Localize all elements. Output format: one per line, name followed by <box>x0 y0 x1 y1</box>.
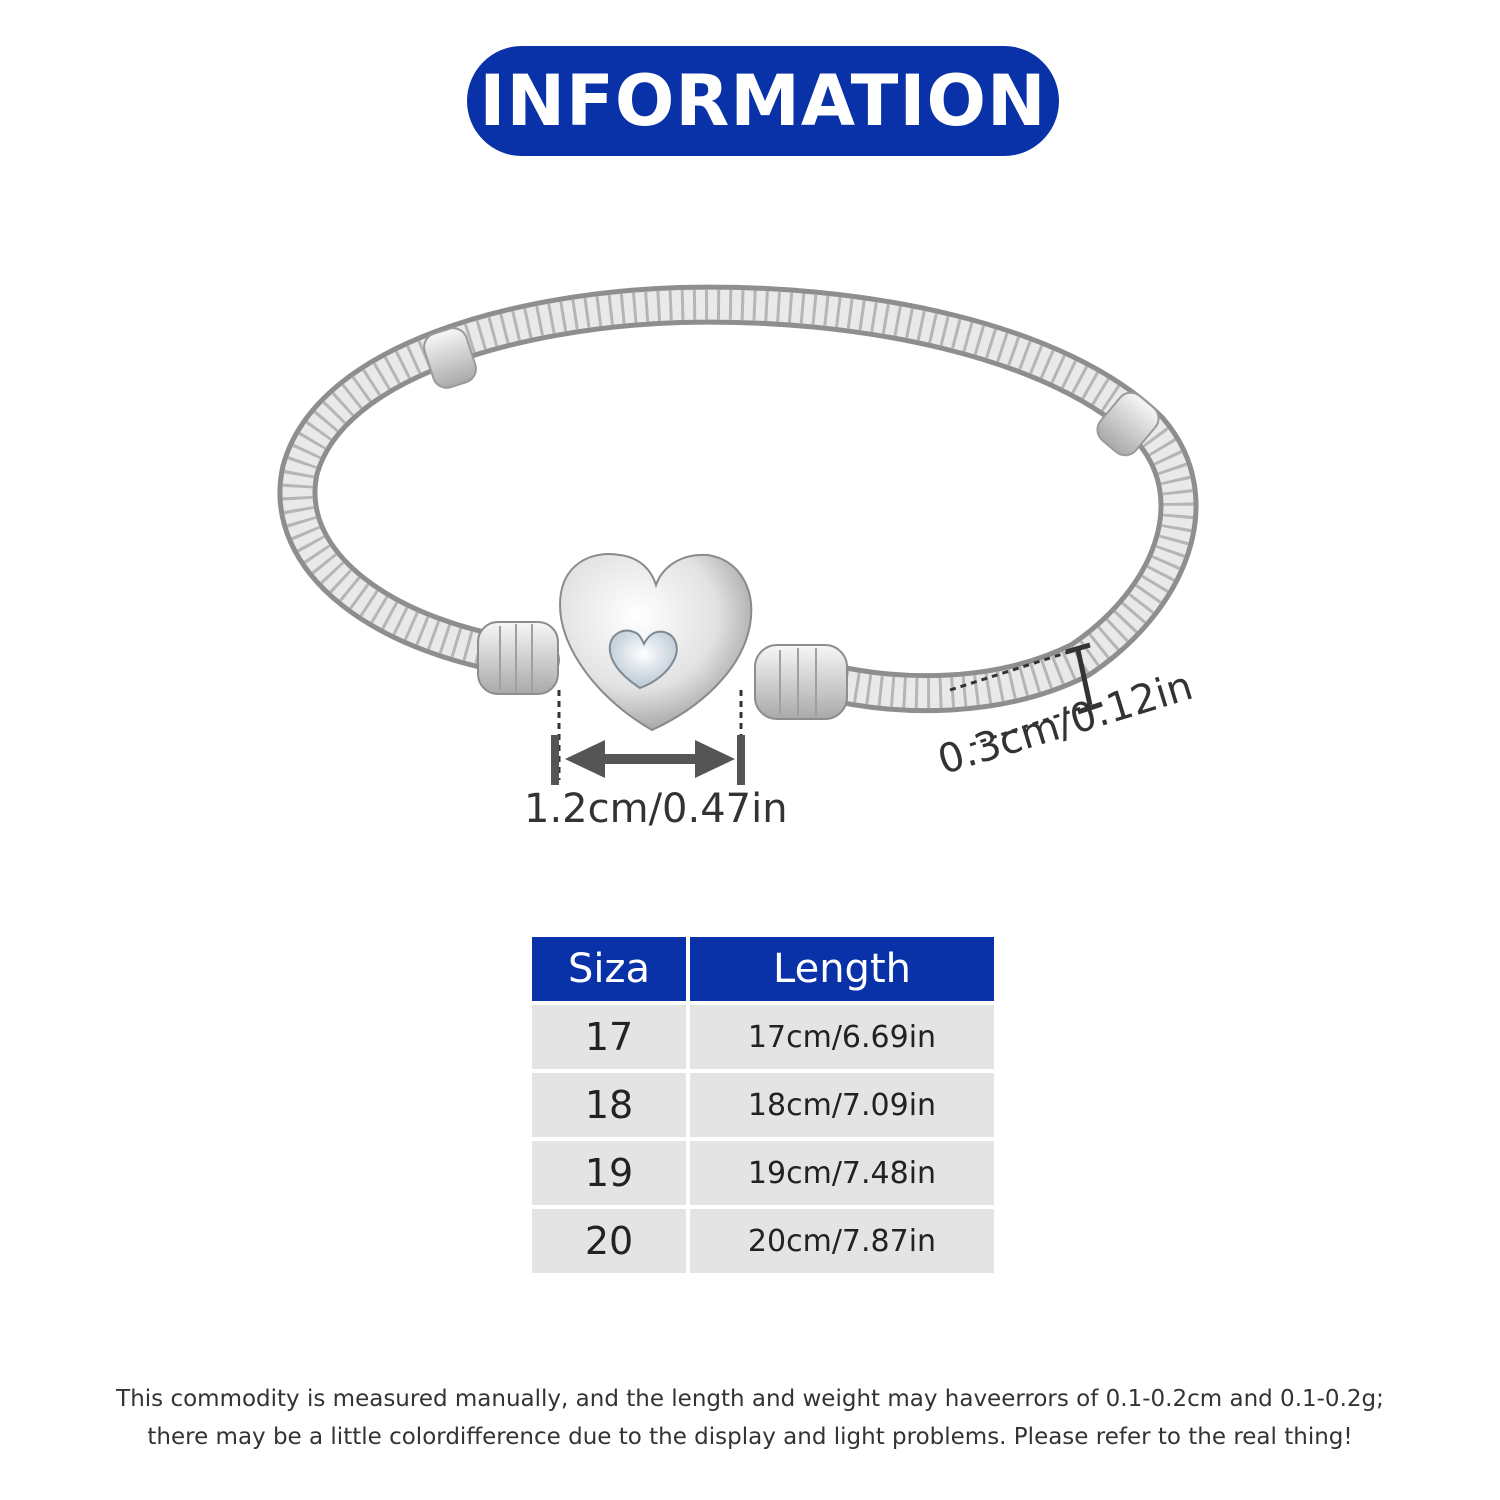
page-title: INFORMATION <box>467 46 1059 156</box>
disclaimer-line-2: there may be a little colordifference du… <box>147 1424 1353 1450</box>
chain-thickness-measure <box>949 642 1103 747</box>
size-cell: 17 <box>532 1005 686 1069</box>
size-cell: 20 <box>532 1209 686 1273</box>
length-cell: 17cm/6.69in <box>690 1005 994 1069</box>
gemstone <box>608 629 678 690</box>
length-cell: 20cm/7.87in <box>690 1209 994 1273</box>
stopper-bead-left <box>423 327 477 389</box>
table-row: 17 17cm/6.69in <box>532 1005 994 1069</box>
heart-clasp <box>558 553 753 732</box>
length-cell: 19cm/7.48in <box>690 1141 994 1205</box>
disclaimer-line-1: This commodity is measured manually, and… <box>116 1386 1384 1412</box>
table-row: 20 20cm/7.87in <box>532 1209 994 1273</box>
size-table: Siza Length 17 17cm/6.69in 18 18cm/7.09i… <box>528 933 998 1277</box>
bracelet-image <box>277 284 1199 785</box>
length-cell: 18cm/7.09in <box>690 1073 994 1137</box>
table-header-row: Siza Length <box>532 937 994 1001</box>
end-cap-left <box>477 621 559 695</box>
column-header-length: Length <box>690 937 994 1001</box>
clasp-width-measure <box>551 690 745 785</box>
clasp-width-label: 1.2cm/0.47in <box>524 786 788 832</box>
end-cap-right <box>754 644 848 720</box>
table-row: 19 19cm/7.48in <box>532 1141 994 1205</box>
size-cell: 18 <box>532 1073 686 1137</box>
column-header-size: Siza <box>532 937 686 1001</box>
table-row: 18 18cm/7.09in <box>532 1073 994 1137</box>
size-cell: 19 <box>532 1141 686 1205</box>
disclaimer: This commodity is measured manually, and… <box>60 1380 1440 1456</box>
stopper-bead-right <box>1096 391 1160 457</box>
